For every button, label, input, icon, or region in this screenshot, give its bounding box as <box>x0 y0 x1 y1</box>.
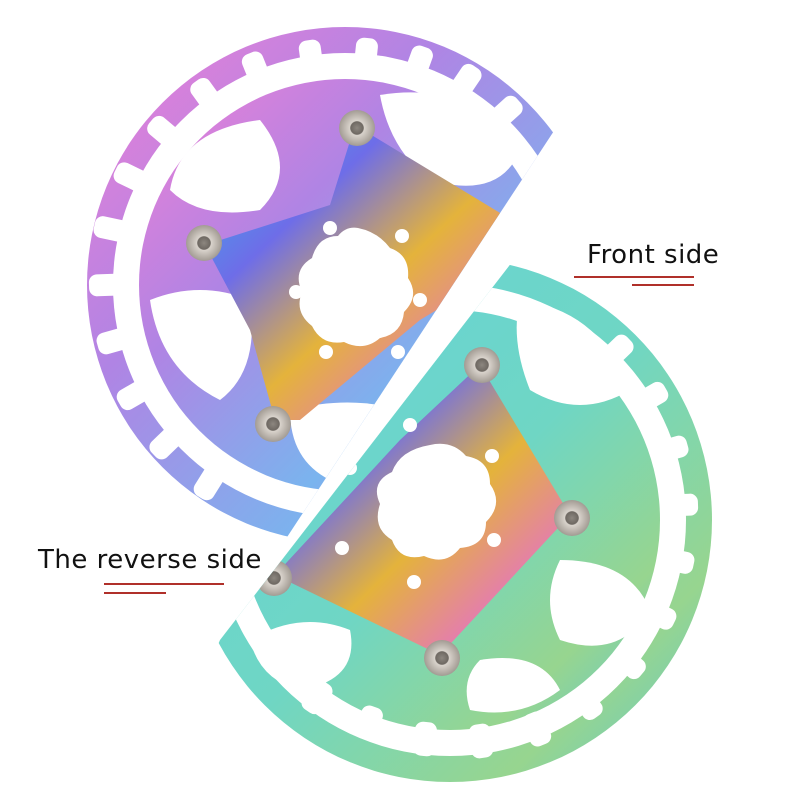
reverse-underline-1 <box>104 583 224 585</box>
reverse-side-label: The reverse side <box>38 545 262 575</box>
front-side-label: Front side <box>587 240 720 270</box>
reverse-underline-2 <box>104 592 166 594</box>
front-underline-2 <box>632 284 694 286</box>
front-underline-1 <box>574 276 694 278</box>
